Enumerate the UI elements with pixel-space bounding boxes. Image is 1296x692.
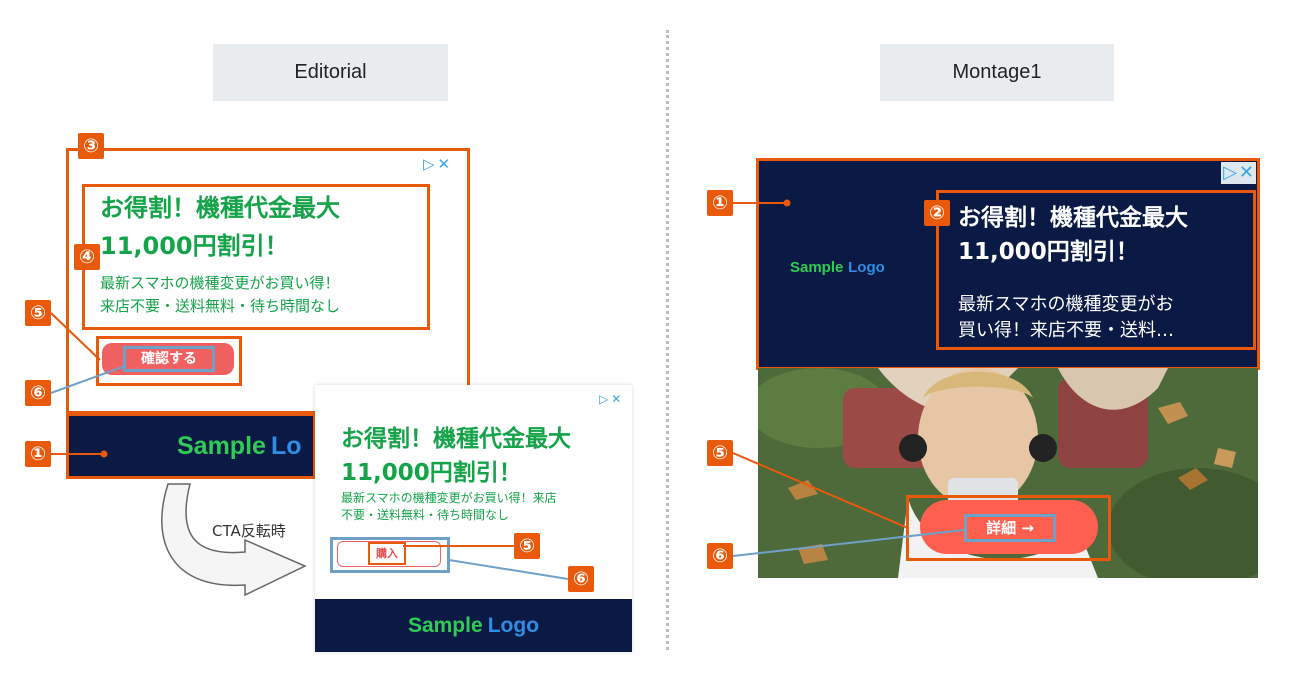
popup-title-line1: お得割！機種代金最大 (341, 426, 571, 452)
popup-logo-logo: Logo (487, 613, 540, 637)
popup-adchoices-icon[interactable]: ▷ (599, 392, 609, 406)
badge-6-left: ⑥ (25, 380, 51, 406)
editorial-logo-bar: Sample Lo (66, 413, 316, 479)
logo-sample-text: Sample (177, 431, 266, 460)
badge-5-left: ⑤ (25, 300, 51, 326)
montage-ad-card: ▷✕ Sample Logo お得割！機種代金最大 11,000円割引！ 最新ス… (758, 158, 1258, 368)
column-divider (666, 30, 669, 650)
badge-6-right: ⑥ (707, 543, 733, 569)
badge-3: ③ (78, 133, 104, 159)
ad-desc-line2: 来店不要・送料無料・待ち時間なし (100, 297, 341, 315)
header-montage1: Montage1 (880, 44, 1114, 101)
montage-close-icon[interactable]: ✕ (1238, 162, 1254, 183)
editorial-ad-outline (66, 148, 470, 414)
flow-label: CTA反転時 (212, 522, 286, 540)
montage-title-line2: 11,000円割引！ (958, 239, 1139, 265)
cta-buy-text: 購入 (376, 547, 398, 560)
montage-adchoices-icon[interactable]: ▷ (1223, 162, 1237, 183)
badge-6-popup: ⑥ (568, 566, 594, 592)
cta-confirm-label: 確認する (123, 346, 215, 372)
badge-2: ② (924, 200, 950, 226)
cta-confirm-text: 確認する (141, 351, 197, 367)
badge-1-left: ① (25, 441, 51, 467)
close-icon[interactable]: ✕ (437, 155, 451, 173)
header-editorial: Editorial (213, 44, 448, 101)
editorial-text-outline (82, 184, 430, 330)
popup-desc-line1: 最新スマホの機種変更がお買い得！来店 (341, 491, 557, 505)
ad-desc-line1: 最新スマホの機種変更がお買い得！ (100, 274, 340, 292)
popup-desc-line2: 不要・送料無料・待ち時間なし (341, 508, 510, 522)
popup-adchoices-group[interactable]: ▷✕ (599, 391, 621, 407)
montage-desc-line1: 最新スマホの機種変更がお (958, 294, 1174, 315)
montage-logo: Sample Logo (790, 258, 885, 276)
montage-title-line1: お得割！機種代金最大 (958, 205, 1188, 231)
cta-detail-label: 詳細 → (964, 514, 1056, 542)
popup-logo-sample: Sample (407, 613, 483, 637)
editorial-ad-card: ▷✕ お得割！機種代金最大 11,000円割引！ 最新スマホの機種変更がお買い得… (68, 150, 468, 412)
montage-text-outline (936, 190, 1256, 350)
ad-title-line2: 11,000円割引！ (100, 232, 289, 260)
montage-adchoices-group[interactable]: ▷✕ (1221, 162, 1256, 184)
popup-ad-card: ▷✕ お得割！機種代金最大 11,000円割引！ 最新スマホの機種変更がお買い得… (315, 385, 632, 652)
montage-desc-line2: 買い得！来店不要・送料… (958, 320, 1174, 341)
logo-logo-text: Lo (271, 431, 302, 460)
adchoices-icon[interactable]: ▷ (423, 155, 435, 173)
badge-5-right: ⑤ (707, 440, 733, 466)
popup-title-line2: 11,000円割引！ (341, 460, 522, 486)
cta-buy-label: 購入 (368, 542, 406, 565)
popup-cta-outline (330, 537, 450, 573)
montage-cta-outline (906, 495, 1111, 561)
ad-title-line1: お得割！機種代金最大 (100, 194, 340, 222)
badge-1-right: ① (707, 190, 733, 216)
adchoices-group[interactable]: ▷✕ (423, 156, 450, 172)
badge-4: ④ (74, 244, 100, 270)
cta-detail-text: 詳細 → (986, 519, 1034, 537)
montage-logo-sample: Sample (790, 259, 844, 276)
editorial-cta-outline (96, 336, 242, 386)
montage-logo-logo: Logo (848, 259, 885, 276)
popup-close-icon[interactable]: ✕ (611, 392, 622, 406)
badge-5-popup: ⑤ (514, 533, 540, 559)
popup-logo-bar: Sample Logo (315, 599, 632, 652)
